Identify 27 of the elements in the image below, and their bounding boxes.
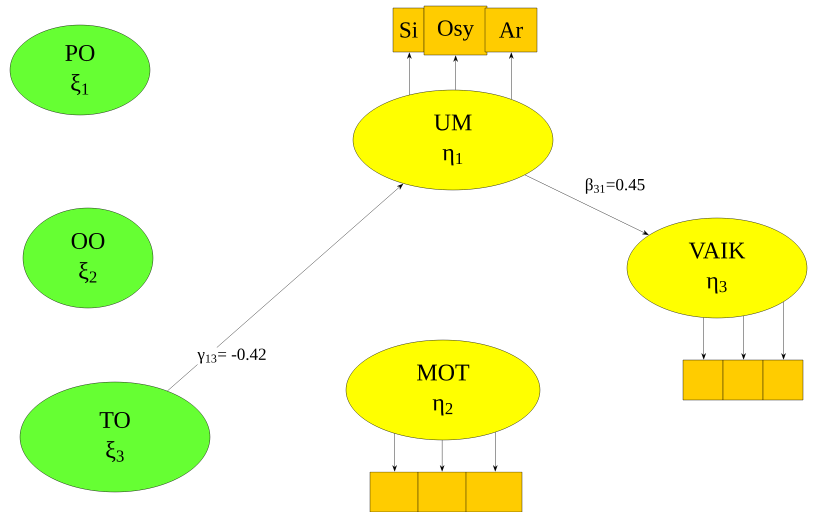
arrow [167, 184, 404, 392]
indicator-box [466, 472, 522, 512]
edge-label: γ$_{13}$= -0.42 [196, 348, 268, 364]
arrow [741, 316, 746, 360]
arrow [524, 174, 649, 235]
ellipse-node: UM η$_{1}$ [352, 90, 554, 190]
indicator-box [418, 472, 466, 512]
arrow [407, 52, 412, 96]
ellipse-node: VAIK η$_{3}$ [626, 218, 808, 318]
ellipse-node: PO ξ$_{1}$ [10, 24, 150, 116]
arrow [701, 317, 706, 360]
arrow [453, 56, 458, 90]
ellipse-node: OO ξ$_{2}$ [22, 208, 154, 308]
ellipse-node: MOT η$_{2}$ [346, 340, 540, 440]
indicator-box: Ar [484, 8, 538, 52]
indicator-box: Si [392, 8, 424, 52]
indicator-box [370, 472, 418, 512]
ellipse-node: TO ξ$_{3}$ [20, 382, 210, 492]
indicator-box [762, 360, 804, 400]
arrow [493, 432, 498, 472]
indicator-box [682, 360, 724, 400]
indicator-box [722, 360, 764, 400]
arrow [509, 52, 514, 100]
arrow [440, 440, 444, 472]
arrow [392, 433, 397, 472]
arrow [781, 302, 786, 360]
edge-label: β$_{31}$=0.45 [584, 177, 646, 195]
